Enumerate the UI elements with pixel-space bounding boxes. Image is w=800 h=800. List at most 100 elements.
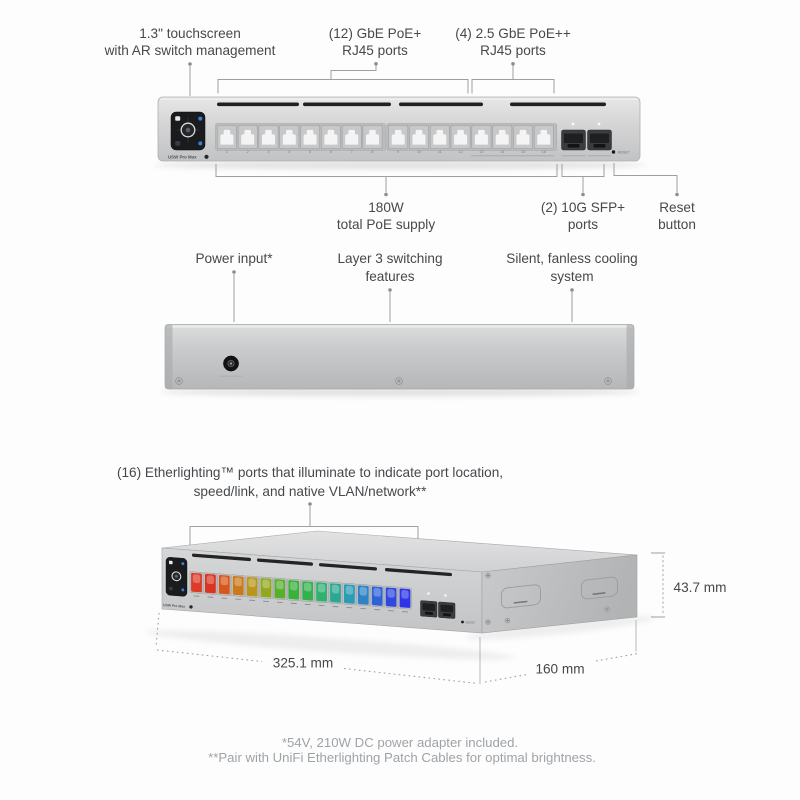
leader-dot <box>581 192 585 197</box>
rj45-jack-silhouette <box>366 129 379 145</box>
back-left-bevel <box>165 324 173 389</box>
screen-widget-icon <box>169 560 173 565</box>
dim-height-label: 43.7 mm <box>674 580 727 595</box>
port-number: 12 <box>458 150 462 154</box>
leader-dot <box>384 192 388 197</box>
leader-dot <box>511 62 515 66</box>
dim-depth-label: 160 mm <box>535 662 584 677</box>
side-screws <box>485 572 610 625</box>
sfp-port <box>561 129 586 151</box>
leader-dot <box>675 192 679 197</box>
dim-width-label: 325.1 mm <box>273 656 333 671</box>
port-number-mark <box>360 608 367 610</box>
rj45-port: 15 <box>513 125 533 154</box>
screen-center-dot <box>174 574 178 578</box>
callout-gbe-line2: RJ45 ports <box>342 43 408 58</box>
sfp-cage <box>561 122 612 151</box>
glow-highlight <box>317 583 326 593</box>
port-number-mark <box>221 597 228 599</box>
height-dim-ticks <box>651 552 665 618</box>
leader-dot <box>308 502 312 506</box>
rj45-jack-silhouette <box>537 129 551 145</box>
callout-reset-line2: button <box>658 217 696 232</box>
glow-highlight <box>304 582 312 592</box>
port-number: 2 <box>247 150 249 154</box>
rj45-jack-silhouette <box>474 129 488 145</box>
vent-slot <box>510 102 606 107</box>
etherlighting-glow <box>357 585 369 605</box>
depth-dim-line-a <box>484 673 528 683</box>
rj45-jack-silhouette <box>241 129 255 145</box>
touchscreen <box>170 111 206 151</box>
screen-blue-dot-icon <box>198 141 203 146</box>
etherlighting-glow <box>399 588 411 608</box>
callout-layer3-line2: features <box>365 269 414 284</box>
reset-button-persp <box>461 620 464 624</box>
etherlighting-glow <box>302 581 314 601</box>
sfp-led <box>426 591 431 596</box>
port-number: 13 <box>479 150 483 154</box>
etherlighting-port <box>300 579 315 606</box>
screw-icon <box>504 617 511 624</box>
etherlighting-port <box>245 575 259 601</box>
etherlighting-port <box>217 573 232 599</box>
screw-icon <box>485 619 491 625</box>
glow-highlight <box>248 578 256 588</box>
etherlighting-glow <box>288 580 300 600</box>
glow-highlight <box>220 576 229 586</box>
screen-blue-dot-icon <box>198 116 203 121</box>
rj45-port: 10 <box>409 125 429 154</box>
side-vent <box>501 584 541 609</box>
rj45-port: 14 <box>492 125 513 154</box>
vent-slot <box>257 558 313 566</box>
screw-icon <box>175 377 183 385</box>
callout-etherlighting-line1: (16) Etherlighting™ ports that illuminat… <box>117 465 503 480</box>
rj45-port: 3 <box>258 125 279 154</box>
front-view-shadow <box>154 160 646 170</box>
etherlighting-glow <box>191 572 202 593</box>
rj45-jack-silhouette <box>412 129 426 145</box>
front-vent-slots <box>217 102 606 107</box>
rj45-jack-silhouette <box>516 129 530 145</box>
etherlighting-port-row <box>189 571 412 613</box>
port-number-mark <box>290 602 297 605</box>
width-dim-line-b <box>343 667 479 685</box>
power-spec-microtext <box>219 375 243 378</box>
port-number: 16 <box>542 150 546 154</box>
rj45-port: 11 <box>429 125 450 154</box>
etherlighting-port <box>231 574 245 600</box>
etherlighting-glow <box>232 576 244 596</box>
depth-dim-line-b <box>595 652 639 662</box>
rj45-port: 13 <box>471 125 492 154</box>
port-number: 4 <box>288 150 290 154</box>
etherlighting-port <box>189 571 204 597</box>
port-number-mark <box>332 605 339 608</box>
callout-cooling-line1: Silent, fanless cooling <box>506 251 637 266</box>
callout-touchscreen-line1: 1.3" touchscreen <box>139 26 241 41</box>
glow-highlight <box>206 575 215 585</box>
rj45-jack-silhouette <box>433 129 447 145</box>
callout-cooling-line2: system <box>550 269 593 284</box>
screen-dark-widget-icon <box>169 586 173 591</box>
port-number-mark <box>304 603 311 606</box>
callout-sfp-line1: (2) 10G SFP+ <box>541 200 625 215</box>
screw-icon <box>604 377 612 385</box>
screw-icon <box>485 572 491 579</box>
rj45-jack-silhouette <box>262 129 275 145</box>
port-number-mark <box>388 610 395 612</box>
rj45-port: 16 <box>533 125 554 154</box>
rj45-jack-silhouette <box>282 129 296 145</box>
glow-highlight <box>262 579 270 589</box>
footnote-line2: **Pair with UniFi Etherlighting Patch Ca… <box>208 750 596 765</box>
port-number: 11 <box>438 150 442 154</box>
vent-slot <box>319 563 377 571</box>
back-top-highlight <box>167 325 632 328</box>
sfp-led <box>571 122 575 126</box>
etherlighting-port <box>356 583 371 610</box>
callout-power-input: Power input* <box>195 251 273 266</box>
etherlighting-glow <box>343 584 355 604</box>
etherlighting-glow <box>246 577 258 597</box>
callout-gbe-line1: (12) GbE PoE+ <box>329 26 422 41</box>
callout-25gbe-line1: (4) 2.5 GbE PoE++ <box>455 26 571 41</box>
